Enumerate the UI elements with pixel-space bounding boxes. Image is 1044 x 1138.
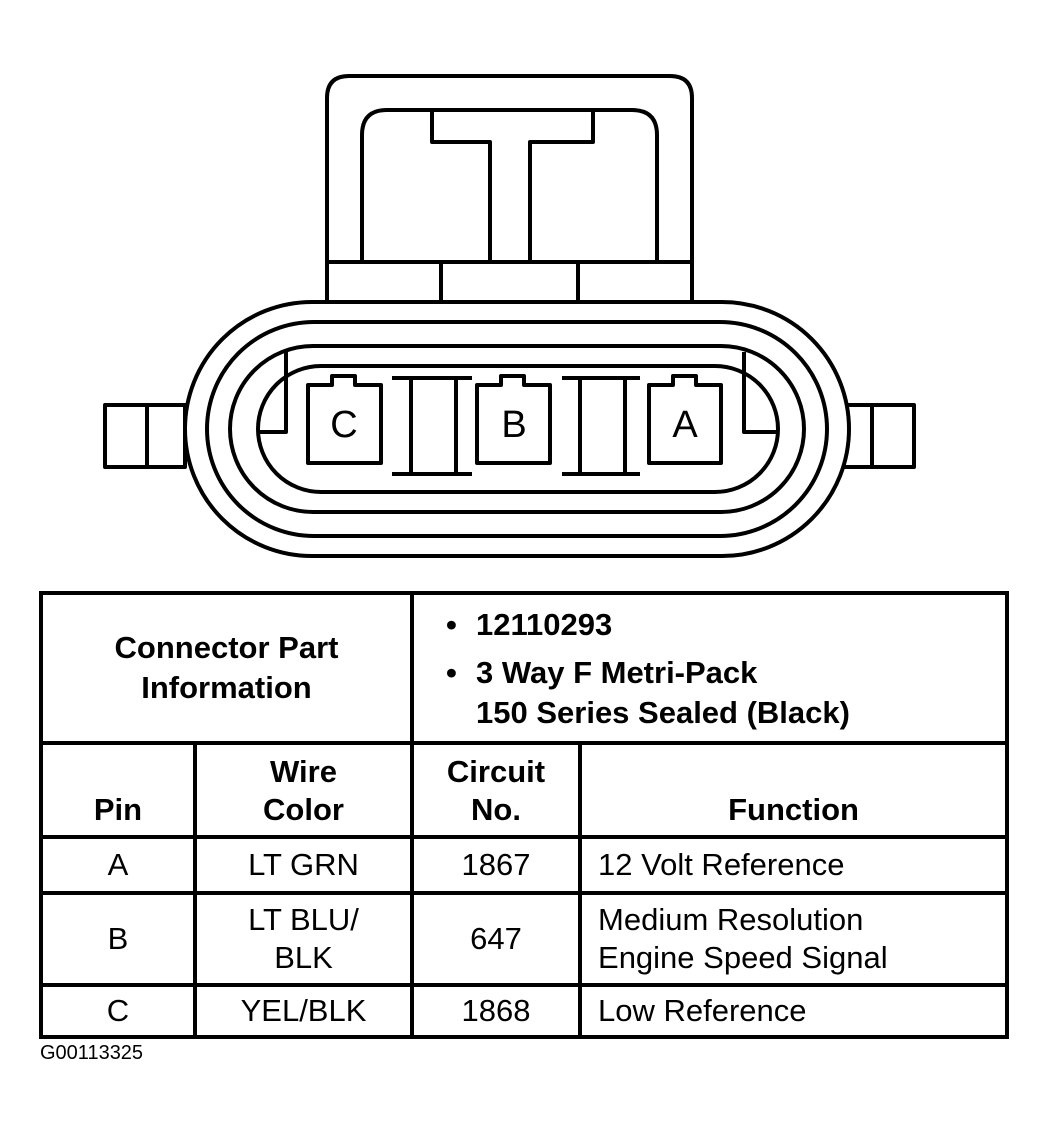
part-info-row: Connector Part Information •12110293 • 3… xyxy=(38,591,1010,745)
latch-inner xyxy=(360,108,659,262)
function-cell: 12 Volt Reference xyxy=(578,835,1010,895)
pin-cell: B xyxy=(39,891,197,987)
cavity-b xyxy=(475,374,552,465)
latch-t-slot xyxy=(430,110,595,262)
connector-body-ring-2 xyxy=(228,344,806,514)
part-info-label: Connector Part Information xyxy=(38,591,415,745)
figure-id: G00113325 xyxy=(40,1042,144,1064)
pin-cell: C xyxy=(39,983,197,1039)
circuit-cell: 1867 xyxy=(410,835,583,895)
connector-info-table: Connector Part Information •12110293 • 3… xyxy=(38,591,1010,1039)
cavity-label-c: C xyxy=(330,404,357,446)
cavity-c xyxy=(306,374,383,465)
col-header-pin: Pin xyxy=(39,741,197,839)
part-description-item: • 3 Way F Metri-Pack 150 Series Sealed (… xyxy=(446,655,850,730)
circuit-cell: 1868 xyxy=(410,983,583,1039)
latch-outer xyxy=(325,74,694,304)
wire-color-cell: LT BLU/BLK xyxy=(192,891,415,987)
cavity-label-a: A xyxy=(672,404,698,446)
connector-diagram: C B A xyxy=(103,74,916,558)
wire-color-cell: LT GRN xyxy=(192,835,415,895)
connector-body-inner xyxy=(256,364,780,494)
circuit-cell: 647 xyxy=(410,891,583,987)
table-row: A LT GRN 1867 12 Volt Reference xyxy=(39,835,1010,895)
function-cell: Low Reference xyxy=(578,983,1010,1039)
connector-body-ring xyxy=(205,320,829,538)
col-header-function: Function xyxy=(578,741,1010,839)
table-row: C YEL/BLK 1868 Low Reference xyxy=(39,983,1010,1039)
cavity-label-b: B xyxy=(501,404,526,446)
part-number-item: •12110293 xyxy=(446,607,613,642)
part-info-details: •12110293 • 3 Way F Metri-Pack 150 Serie… xyxy=(410,591,1010,745)
pin-cell: A xyxy=(39,835,197,895)
cavity-a xyxy=(647,374,723,465)
wire-color-cell: YEL/BLK xyxy=(192,983,415,1039)
